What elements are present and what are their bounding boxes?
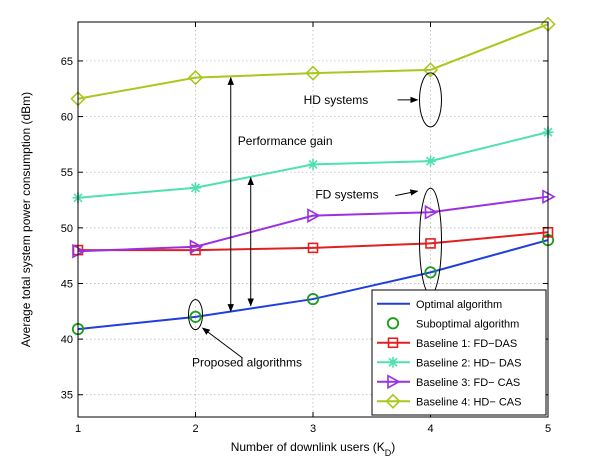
legend-marker	[387, 374, 401, 390]
y-tick-label: 55	[61, 167, 73, 179]
proposed-algorithms-pointer	[201, 327, 243, 359]
series-2-marker	[306, 292, 320, 306]
legend-label: Suboptimal algorithm	[416, 318, 519, 330]
series-4-marker	[307, 158, 319, 170]
y-axis-label: Average total system power consumption (…	[19, 92, 33, 347]
legend-item-2: Suboptimal algorithm	[386, 317, 519, 330]
series-6-marker	[422, 62, 439, 78]
legend-marker	[386, 317, 400, 330]
annotation-hd-systems: HD systems	[304, 93, 369, 107]
series-2-marker	[189, 310, 202, 323]
series-2-marker	[424, 266, 437, 279]
legend-item-5: Baseline 3: FD− CAS	[377, 374, 520, 390]
proposed-algorithms-ellipse	[188, 299, 203, 331]
series-5-marker	[307, 208, 321, 223]
series-6-marker	[305, 65, 321, 81]
fd-systems-pointer	[395, 189, 419, 197]
legend-label: Optimal algorithm	[416, 299, 502, 311]
series-1-line	[77, 239, 549, 331]
x-tick-label: 1	[75, 423, 81, 435]
legend-item-1: Optimal algorithm	[377, 299, 502, 311]
legend-label: Baseline 3: FD− CAS	[416, 377, 520, 389]
x-tick-label: 4	[427, 423, 433, 435]
legend-label: Baseline 1: FD−DAS	[416, 338, 517, 350]
annotation-performance-gain: Performance gain	[238, 134, 333, 148]
series-6-line	[77, 23, 549, 100]
legend-marker	[387, 337, 399, 349]
legend-item-3: Baseline 1: FD−DAS	[377, 337, 517, 350]
series-4-marker	[425, 155, 436, 167]
y-tick-label: 40	[61, 334, 73, 346]
series-3-marker	[307, 242, 319, 254]
series-5	[72, 189, 556, 259]
legend-item-6: Baseline 4: HD− CAS	[377, 393, 521, 409]
series-4-marker	[190, 182, 201, 194]
series-6-marker	[187, 70, 204, 86]
series-3-marker	[425, 238, 436, 249]
series-5-marker	[424, 204, 439, 220]
y-tick-label: 45	[61, 278, 73, 290]
hd-systems-ellipse	[419, 72, 442, 128]
legend-marker	[385, 393, 401, 409]
legend-item-4: Baseline 2: HD− DAS	[377, 356, 521, 369]
x-tick-label: 3	[310, 423, 316, 435]
legend-label: Baseline 4: HD− CAS	[416, 396, 521, 408]
legend-marker	[387, 356, 399, 368]
legend-label: Baseline 2: HD− DAS	[416, 357, 521, 369]
series-3-line	[78, 231, 549, 252]
y-tick-label: 50	[61, 223, 73, 235]
y-tick-label: 60	[61, 112, 73, 124]
x-axis-label: Number of downlink users (KD)	[231, 440, 396, 457]
series-5-line	[77, 195, 549, 253]
x-tick-label: 2	[192, 423, 198, 435]
y-tick-label: 65	[61, 56, 73, 68]
y-tick-label: 35	[61, 390, 73, 402]
legend-box	[371, 289, 547, 416]
series-1	[77, 239, 549, 331]
x-tick-label: 5	[545, 423, 551, 435]
annotation-proposed-algorithms: Proposed algorithms	[192, 355, 302, 369]
series-5-marker	[189, 239, 204, 255]
annotation-fd-systems: FD systems	[315, 187, 378, 201]
